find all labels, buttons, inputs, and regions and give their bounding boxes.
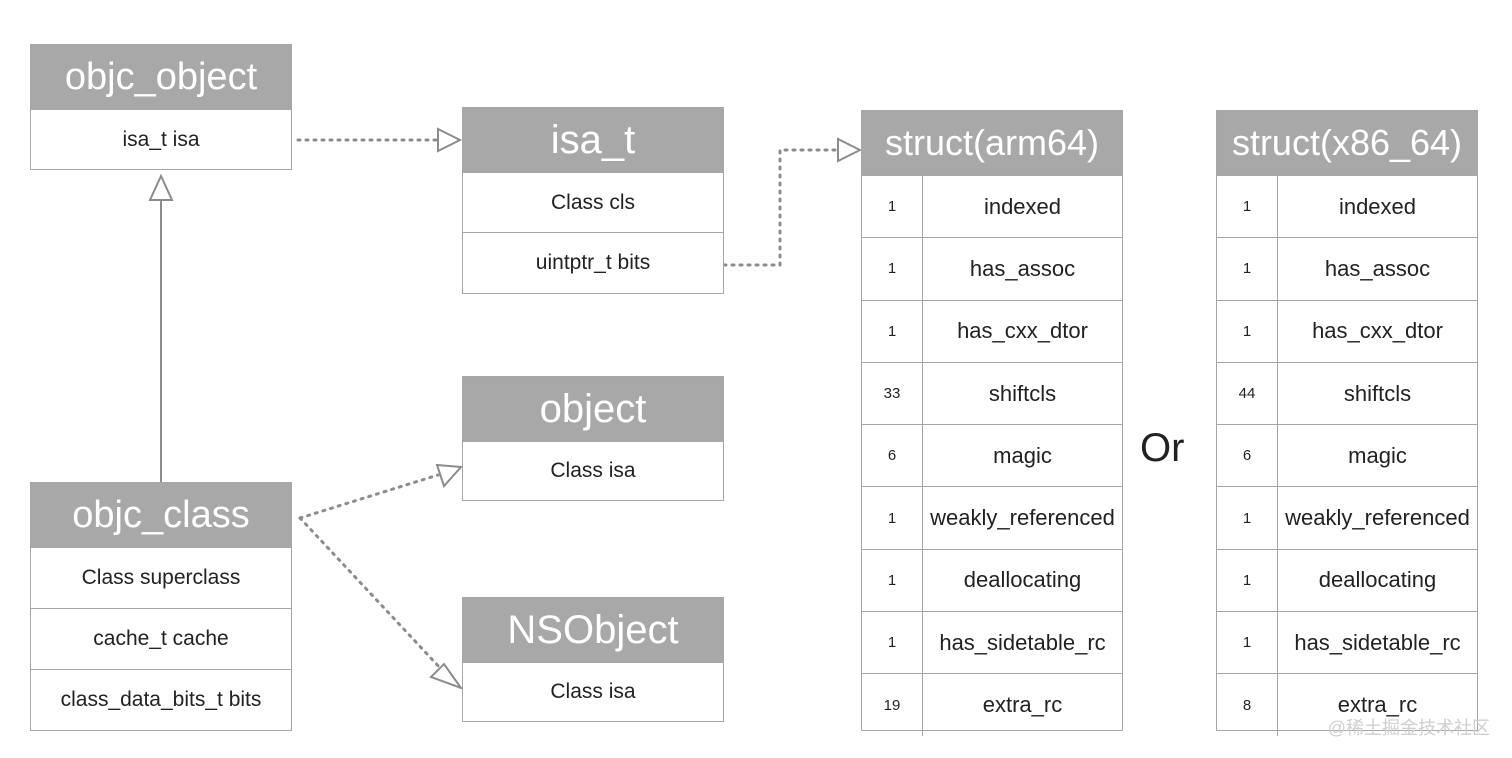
field-bit-count: 6	[1217, 425, 1278, 487]
struct-field-row: 1 has_assoc	[1217, 237, 1477, 300]
struct-field-row: 1 deallocating	[1217, 548, 1477, 612]
field-name: extra_rc	[1337, 692, 1418, 718]
field-bit-count: 1	[862, 238, 923, 300]
struct-field-row: 1 weakly_referenced	[862, 486, 1122, 549]
isa-t-title: isa_t	[463, 108, 723, 172]
field-name: shiftcls	[988, 380, 1057, 406]
isa-t-row-cls: Class cls	[463, 172, 723, 232]
field-bit-count: 1	[862, 549, 923, 612]
isa-t-row-bits: uintptr_t bits	[463, 232, 723, 292]
object-row-isa: Class isa	[463, 441, 723, 500]
object-title: object	[463, 377, 723, 441]
struct-field-row: 44 shiftcls	[1217, 361, 1477, 425]
field-name: deallocating	[1318, 567, 1437, 593]
field-name: has_sidetable_rc	[1294, 629, 1461, 655]
field-name: has_cxx_dtor	[957, 318, 1088, 344]
struct-field-row: 33 shiftcls	[862, 361, 1122, 425]
struct-field-row: 1 indexed	[862, 175, 1122, 238]
field-name: magic	[993, 442, 1052, 468]
field-bit-count: 8	[1217, 674, 1278, 736]
field-name: weakly_referenced	[930, 505, 1115, 531]
field-bit-count: 1	[1217, 238, 1278, 300]
struct-arm64-box: struct(arm64) 1 indexed 1 has_assoc 1 has_cxx…	[861, 110, 1123, 736]
nsobject-row-isa: Class isa	[463, 662, 723, 721]
objc-object-row-isa: isa_t isa	[31, 109, 291, 169]
field-bit-count: 44	[1217, 362, 1278, 425]
struct-arm64-fields: 1 indexed 1 has_assoc 1 has_cxx_dtor 33 shiftcl…	[862, 175, 1122, 736]
struct-arm64-title: struct(arm64)	[862, 111, 1122, 175]
struct-field-row: 6 magic	[1217, 424, 1477, 487]
objc-class-row-cache: cache_t cache	[31, 608, 291, 669]
struct-x86-64-box: struct(x86_64) 1 indexed 1 has_assoc 1 has_cx…	[1216, 110, 1478, 736]
struct-field-row: 1 has_assoc	[862, 237, 1122, 300]
field-bit-count: 1	[1217, 300, 1278, 362]
isa-t-box: isa_t Class cls uintptr_t bits	[462, 107, 724, 294]
field-bit-count: 1	[1217, 612, 1278, 674]
field-bit-count: 1	[862, 487, 923, 549]
class-to-nsobject-arrowhead	[429, 662, 464, 691]
class-to-nsobject-connector	[298, 516, 444, 672]
field-bit-count: 1	[862, 176, 923, 238]
struct-field-row: 1 has_cxx_dtor	[862, 299, 1122, 362]
or-label: Or	[1140, 426, 1185, 470]
objc-object-box: objc_object isa_t isa	[30, 44, 292, 170]
objc-class-row-bits: class_data_bits_t bits	[31, 669, 291, 730]
field-name: weakly_referenced	[1285, 505, 1470, 531]
field-name: indexed	[983, 193, 1062, 219]
bits-connector-arrowhead	[837, 137, 863, 163]
field-name: has_cxx_dtor	[1312, 318, 1443, 344]
field-name: has_sidetable_rc	[939, 629, 1106, 655]
field-name: has_assoc	[969, 255, 1076, 281]
class-to-object-connector	[298, 473, 440, 520]
field-bit-count: 33	[862, 362, 923, 425]
struct-field-row: 6 magic	[862, 424, 1122, 487]
field-name: extra_rc	[982, 692, 1063, 718]
struct-x86-64-fields: 1 indexed 1 has_assoc 1 has_cxx_dtor 44 shiftcl…	[1217, 175, 1477, 736]
struct-field-row: 1 has_sidetable_rc	[1217, 611, 1477, 674]
struct-field-row: 1 weakly_referenced	[1217, 486, 1477, 549]
field-name: deallocating	[963, 567, 1082, 593]
field-bit-count: 1	[862, 300, 923, 362]
nsobject-box: NSObject Class isa	[462, 597, 724, 722]
objc-class-box: objc_class Class superclass cache_t cach…	[30, 482, 292, 731]
isa-connector-arrowhead	[437, 127, 463, 153]
field-bit-count: 1	[1217, 549, 1278, 612]
field-name: shiftcls	[1343, 380, 1412, 406]
objc-object-title: objc_object	[31, 45, 291, 109]
field-name: indexed	[1338, 193, 1417, 219]
struct-field-row: 1 deallocating	[862, 548, 1122, 612]
class-to-object-arrowhead	[435, 463, 464, 488]
field-bit-count: 6	[862, 425, 923, 487]
field-name: has_assoc	[1324, 255, 1431, 281]
watermark: @稀土掘金技术社区	[1327, 718, 1490, 738]
inheritance-arrowhead	[148, 173, 174, 201]
object-box: object Class isa	[462, 376, 724, 501]
struct-field-row: 1 indexed	[1217, 175, 1477, 238]
field-bit-count: 19	[862, 674, 923, 736]
struct-x86-64-title: struct(x86_64)	[1217, 111, 1477, 175]
bits-connector	[722, 148, 838, 267]
field-bit-count: 1	[1217, 176, 1278, 238]
field-bit-count: 1	[862, 612, 923, 674]
objc-class-row-superclass: Class superclass	[31, 547, 291, 608]
struct-field-row: 1 has_cxx_dtor	[1217, 299, 1477, 362]
field-name: magic	[1348, 442, 1407, 468]
nsobject-title: NSObject	[463, 598, 723, 662]
field-bit-count: 1	[1217, 487, 1278, 549]
struct-field-row: 19 extra_rc	[862, 673, 1122, 736]
struct-field-row: 8 extra_rc	[1217, 673, 1477, 736]
struct-field-row: 1 has_sidetable_rc	[862, 611, 1122, 674]
objc-class-title: objc_class	[31, 483, 291, 547]
